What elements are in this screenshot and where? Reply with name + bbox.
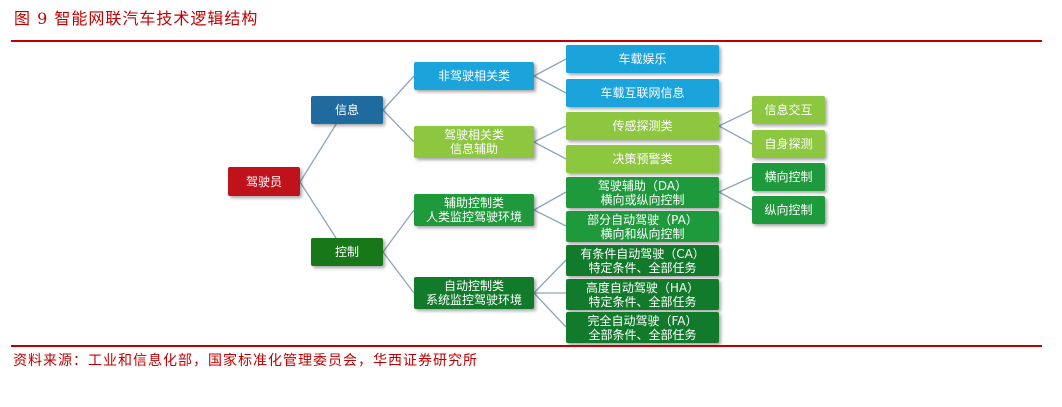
node-assist-control: 辅助控制类 人类监控驾驶环境 [414, 194, 534, 226]
edge-nondriving-internet [533, 75, 567, 94]
node-control: 控制 [311, 238, 383, 266]
node-longitudinal: 纵向控制 [752, 196, 825, 224]
edge-info-driving [382, 109, 415, 143]
node-in-car-internet: 车载互联网信息 [566, 79, 719, 107]
edge-control-auto [382, 251, 415, 294]
node-ca: 有条件自动驾驶（CA） 特定条件、全部任务 [566, 245, 719, 276]
node-sensing: 传感探测类 [566, 112, 719, 140]
node-self-sensing: 自身探测 [752, 130, 825, 158]
edge-auto-fa [533, 292, 567, 328]
edge-driving-decision [533, 141, 567, 160]
node-fa: 完全自动驾驶（FA） 全部条件、全部任务 [566, 312, 719, 343]
node-driving-info: 驾驶相关类 信息辅助 [414, 126, 534, 158]
figure-title: 图 9 智能网联汽车技术逻辑结构 [14, 9, 259, 28]
edge-control-assist [382, 209, 415, 253]
source-note: 资料来源：工业和信息化部，国家标准化管理委员会，华西证券研究所 [13, 353, 478, 369]
bottom-divider [11, 345, 1042, 347]
edge-da-lateral [718, 176, 753, 193]
edge-sensing-exchange [718, 109, 753, 127]
node-da: 驾驶辅助（DA） 横向或纵向控制 [566, 177, 719, 208]
edge-auto-ca [533, 259, 567, 294]
edge-info-nondriving [382, 75, 415, 111]
node-ha: 高度自动驾驶（HA） 特定条件、全部任务 [566, 279, 719, 310]
node-lateral: 横向控制 [752, 163, 825, 191]
edge-assist-pa [533, 209, 567, 227]
node-non-driving: 非驾驶相关类 [414, 62, 534, 90]
node-driver: 驾驶员 [228, 167, 300, 196]
node-auto-control: 自动控制类 系统监控驾驶环境 [414, 277, 534, 309]
top-divider [11, 40, 1042, 42]
edge-da-longitudinal [718, 191, 753, 211]
edge-assist-da [533, 191, 567, 211]
node-info-exchange: 信息交互 [752, 96, 825, 124]
edge-driving-sensing [533, 125, 567, 143]
node-in-car-entertainment: 车载娱乐 [566, 45, 719, 73]
node-decision: 决策预警类 [566, 145, 719, 173]
edge-nondriving-entertainment [533, 58, 567, 77]
node-pa: 部分自动驾驶（PA） 横向和纵向控制 [566, 211, 719, 242]
edge-sensing-self [718, 125, 753, 145]
node-info: 信息 [311, 96, 383, 124]
